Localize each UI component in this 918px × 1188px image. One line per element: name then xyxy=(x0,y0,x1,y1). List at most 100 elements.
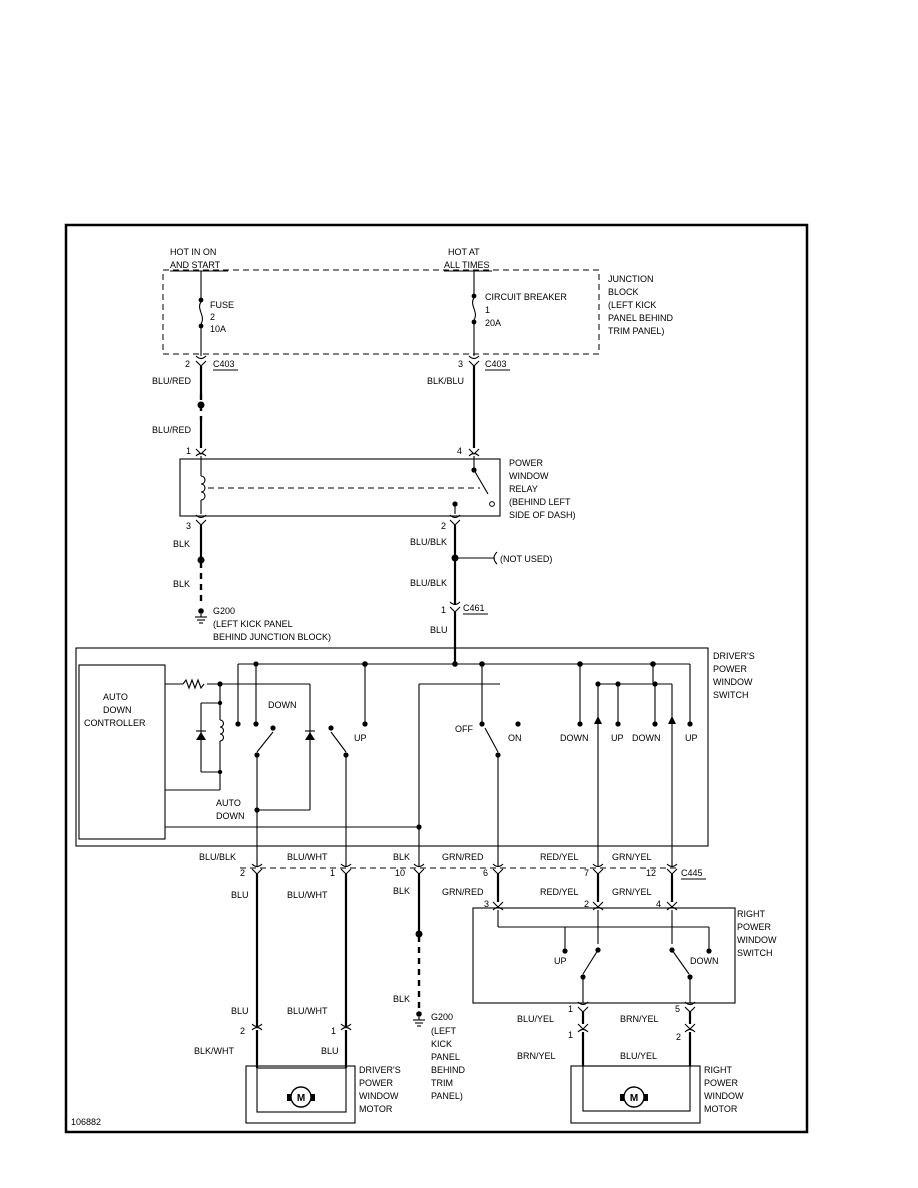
ground-left-id: G200 xyxy=(213,606,235,616)
wire-label-brn-yel-2: BRN/YEL xyxy=(517,1051,556,1061)
contact-up-left xyxy=(362,721,368,727)
up-label-right-2: UP xyxy=(685,733,698,743)
power-window-relay-box xyxy=(179,458,501,517)
wire-label-blk-center-1: BLK xyxy=(393,886,410,896)
right-motor-brush-left xyxy=(620,1094,624,1101)
off-label: OFF xyxy=(455,724,473,734)
c445-pin-10: 10 xyxy=(395,868,405,878)
not-used-connector xyxy=(493,551,498,565)
drivers-switch-box xyxy=(75,647,709,847)
relay-pin-2: 2 xyxy=(441,521,446,531)
ground-symbol-left xyxy=(195,608,207,624)
relay-coil xyxy=(200,456,206,514)
splice-dot-blu-red xyxy=(197,401,205,409)
wire-label-blu-c461: BLU xyxy=(430,625,448,635)
right-motor-pin-1: 1 xyxy=(568,1030,573,1040)
down-label-right: DOWN xyxy=(560,733,589,743)
auto-down-label-2: DOWN xyxy=(216,811,245,821)
relay-label-5: SIDE OF DASH) xyxy=(509,510,576,520)
driver-motor-inner-box xyxy=(256,1067,347,1113)
wire-label-blu-red-1: BLU/RED xyxy=(152,376,192,386)
ground-left-label-1: (LEFT KICK PANEL xyxy=(213,619,293,629)
relay-pin-4: 4 xyxy=(457,446,462,456)
wire-label-blk-wht: BLK/WHT xyxy=(194,1046,235,1056)
right-up-blade xyxy=(582,949,599,975)
right-switch-label-4: SWITCH xyxy=(737,948,773,958)
junction-block-label-4: PANEL BEHIND xyxy=(608,313,674,323)
right-down-label: DOWN xyxy=(690,956,719,966)
c445-pin-7: 7 xyxy=(584,868,589,878)
driver-motor-label-3: WINDOW xyxy=(359,1091,399,1101)
right-switch-label-2: POWER xyxy=(737,922,772,932)
right-motor-pin-2: 2 xyxy=(676,1032,681,1042)
driver-motor-label-1: DRIVER'S xyxy=(359,1065,401,1075)
down-label-right2: DOWN xyxy=(632,733,661,743)
wire-label-blu-wht-sw: BLU/WHT xyxy=(287,852,328,862)
driver-motor-connectors xyxy=(251,1023,352,1031)
relay-contact xyxy=(452,456,495,514)
c445-pin-1: 1 xyxy=(330,868,335,878)
wire-label-brn-yel-1: BRN/YEL xyxy=(620,1014,659,1024)
diode-junction-bottom xyxy=(217,769,223,775)
wire-label-blu-1: BLU xyxy=(231,890,249,900)
wire-label-blu-wht-2: BLU/WHT xyxy=(287,1006,328,1016)
wire-label-grn-red-2: GRN/RED xyxy=(442,887,484,897)
c403-connector-left xyxy=(195,355,207,367)
up-right2-contact xyxy=(687,721,693,727)
wire-label-blk-1: BLK xyxy=(173,539,190,549)
relay-label-2: WINDOW xyxy=(509,471,549,481)
drivers-switch-label-2: POWER xyxy=(713,664,748,674)
right-motor-connectors xyxy=(577,1023,696,1033)
controller-label-2: DOWN xyxy=(103,705,132,715)
right-down-blade xyxy=(671,949,690,975)
diagram-frame xyxy=(64,223,809,1134)
down-right-contact xyxy=(577,721,583,727)
right-feed-line1: HOT AT xyxy=(448,247,480,257)
c445-pin-12: 12 xyxy=(646,868,656,878)
relay-pin4-connector xyxy=(468,448,480,457)
wire-label-blk-blu: BLK/BLU xyxy=(427,376,464,386)
relay-pin-3: 3 xyxy=(186,521,191,531)
driver-motor-m: M xyxy=(297,1093,305,1104)
wire-label-blu-wht-1: BLU/WHT xyxy=(287,890,328,900)
c403-pin-left: 2 xyxy=(185,359,190,369)
wire-label-blu-yel-1: BLU/YEL xyxy=(517,1014,554,1024)
drivers-switch-label-1: DRIVER'S xyxy=(713,651,755,661)
wire-label-blu-blk-sw: BLU/BLK xyxy=(199,852,236,862)
diode-left xyxy=(196,730,206,740)
ground-center-label-6: PANEL) xyxy=(431,1091,463,1101)
fuse-label: FUSE xyxy=(210,300,234,310)
ground-center-label-1: (LEFT xyxy=(431,1026,457,1036)
c445-pin-2: 2 xyxy=(240,868,245,878)
on-label: ON xyxy=(508,733,522,743)
relay-label-3: RELAY xyxy=(509,484,538,494)
fuse-number: 2 xyxy=(210,312,215,322)
contact-left-a xyxy=(235,721,241,727)
right-switch-label-3: WINDOW xyxy=(737,935,777,945)
auto-down-label-1: AUTO xyxy=(216,798,241,808)
relay-label-4: (BEHIND LEFT xyxy=(509,497,571,507)
up-switch-contact-left xyxy=(328,725,334,731)
ground-center-label-2: KICK xyxy=(431,1039,452,1049)
ground-center-label-3: PANEL xyxy=(431,1052,460,1062)
relay-pin-1: 1 xyxy=(186,446,191,456)
diagram-id: 106882 xyxy=(71,1117,101,1127)
right-switch-pin-3: 3 xyxy=(484,899,489,909)
diode-right xyxy=(305,730,315,740)
c403-pin-right: 3 xyxy=(458,359,463,369)
right-switch-box xyxy=(472,907,736,1004)
c445-pin-6: 6 xyxy=(483,868,488,878)
right-motor-label-3: WINDOW xyxy=(704,1091,744,1101)
controller-label-1: AUTO xyxy=(103,692,128,702)
up-label-left: UP xyxy=(354,733,367,743)
right-motor-label-4: MOTOR xyxy=(704,1104,738,1114)
wire-label-red-yel-sw: RED/YEL xyxy=(540,852,579,862)
junction-block-label-1: JUNCTION xyxy=(608,274,654,284)
down-label-left: DOWN xyxy=(268,700,297,710)
driver-motor-pin-1: 1 xyxy=(331,1026,336,1036)
c403-connector-right xyxy=(468,355,480,367)
splice-dot-blk-ground xyxy=(197,556,205,564)
relay-pin1-connector xyxy=(195,448,207,457)
right-switch-top-pins xyxy=(492,901,678,911)
